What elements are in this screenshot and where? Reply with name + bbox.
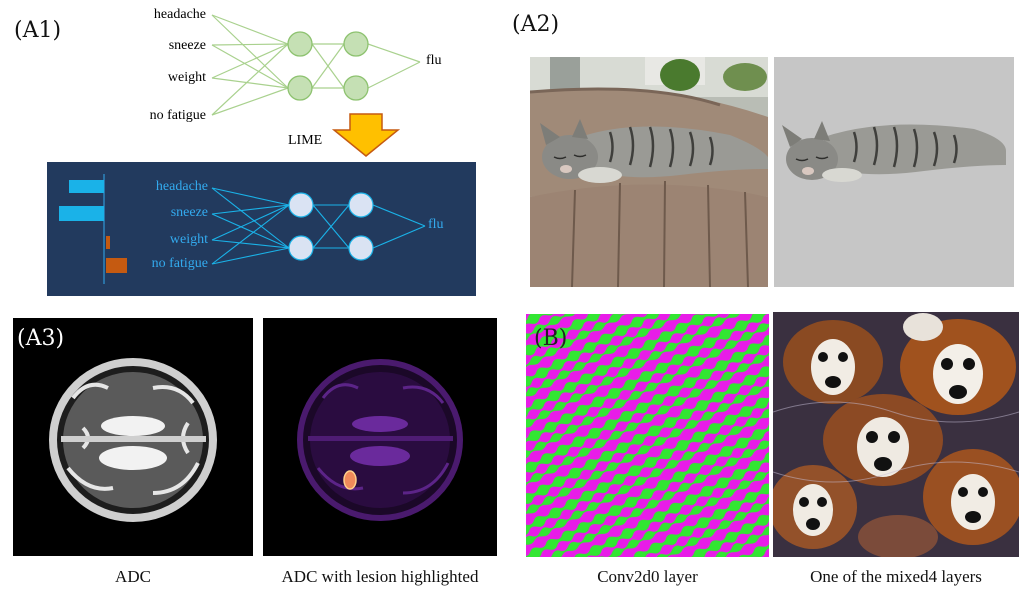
input-edges bbox=[211, 14, 421, 116]
input-label-no-fatigue: no fatigue bbox=[149, 108, 206, 123]
cat bbox=[540, 119, 768, 183]
lime-input-label-sneeze: sneeze bbox=[170, 205, 208, 220]
caption-mixed4: One of the mixed4 layers bbox=[810, 567, 982, 586]
caption-conv2d0: Conv2d0 layer bbox=[597, 567, 698, 586]
input-label-weight: weight bbox=[167, 70, 206, 85]
input-label-headache: headache bbox=[153, 7, 206, 22]
cat-photo bbox=[530, 57, 768, 287]
neural-network-diagram bbox=[211, 14, 421, 157]
lime-hidden-node bbox=[348, 235, 374, 261]
cat-segmented-photo bbox=[774, 57, 1014, 287]
lime-explanation-box bbox=[47, 162, 476, 296]
caption-adc-lesion: ADC with lesion highlighted bbox=[281, 567, 479, 586]
bar-no-fatigue bbox=[106, 258, 127, 273]
lesion-highlight bbox=[343, 470, 357, 490]
dog-face-pattern bbox=[773, 313, 1019, 557]
bar-weight bbox=[106, 236, 110, 249]
bar-headache bbox=[69, 180, 104, 193]
lime-hidden-node bbox=[288, 192, 314, 218]
hidden-node bbox=[343, 75, 369, 101]
brain-lesion-highlighted-scan bbox=[263, 318, 497, 556]
hidden-node bbox=[287, 75, 313, 101]
bar-sneeze bbox=[59, 206, 104, 221]
lime-edges bbox=[211, 187, 426, 265]
lime-hidden-node bbox=[348, 192, 374, 218]
lime-hidden-node bbox=[288, 235, 314, 261]
hidden-node bbox=[287, 31, 313, 57]
input-label-sneeze: sneeze bbox=[168, 38, 206, 53]
output-label-flu: flu bbox=[426, 53, 442, 68]
panel-label-a1: (A1) bbox=[14, 18, 62, 43]
hidden-nodes bbox=[287, 31, 369, 101]
panel-label-a3: (A3) bbox=[17, 326, 65, 351]
lime-output-label-flu: flu bbox=[428, 217, 444, 232]
lime-input-label-no-fatigue: no fatigue bbox=[151, 256, 208, 271]
lime-input-label-headache: headache bbox=[155, 179, 208, 194]
mixed4-feature-visualization bbox=[773, 312, 1019, 557]
lime-input-label-weight: weight bbox=[169, 232, 208, 247]
conv2d0-feature-visualization bbox=[526, 314, 769, 557]
down-arrow-icon bbox=[331, 113, 401, 157]
lime-arrow-label: LIME bbox=[288, 133, 323, 148]
lime-nodes bbox=[288, 192, 374, 261]
lime-network-diagram bbox=[59, 174, 426, 284]
hidden-node bbox=[343, 31, 369, 57]
panel-label-b: (B) bbox=[534, 326, 568, 351]
caption-adc: ADC bbox=[115, 567, 151, 586]
brain-adc-scan bbox=[13, 318, 253, 556]
panel-label-a2: (A2) bbox=[512, 12, 560, 37]
